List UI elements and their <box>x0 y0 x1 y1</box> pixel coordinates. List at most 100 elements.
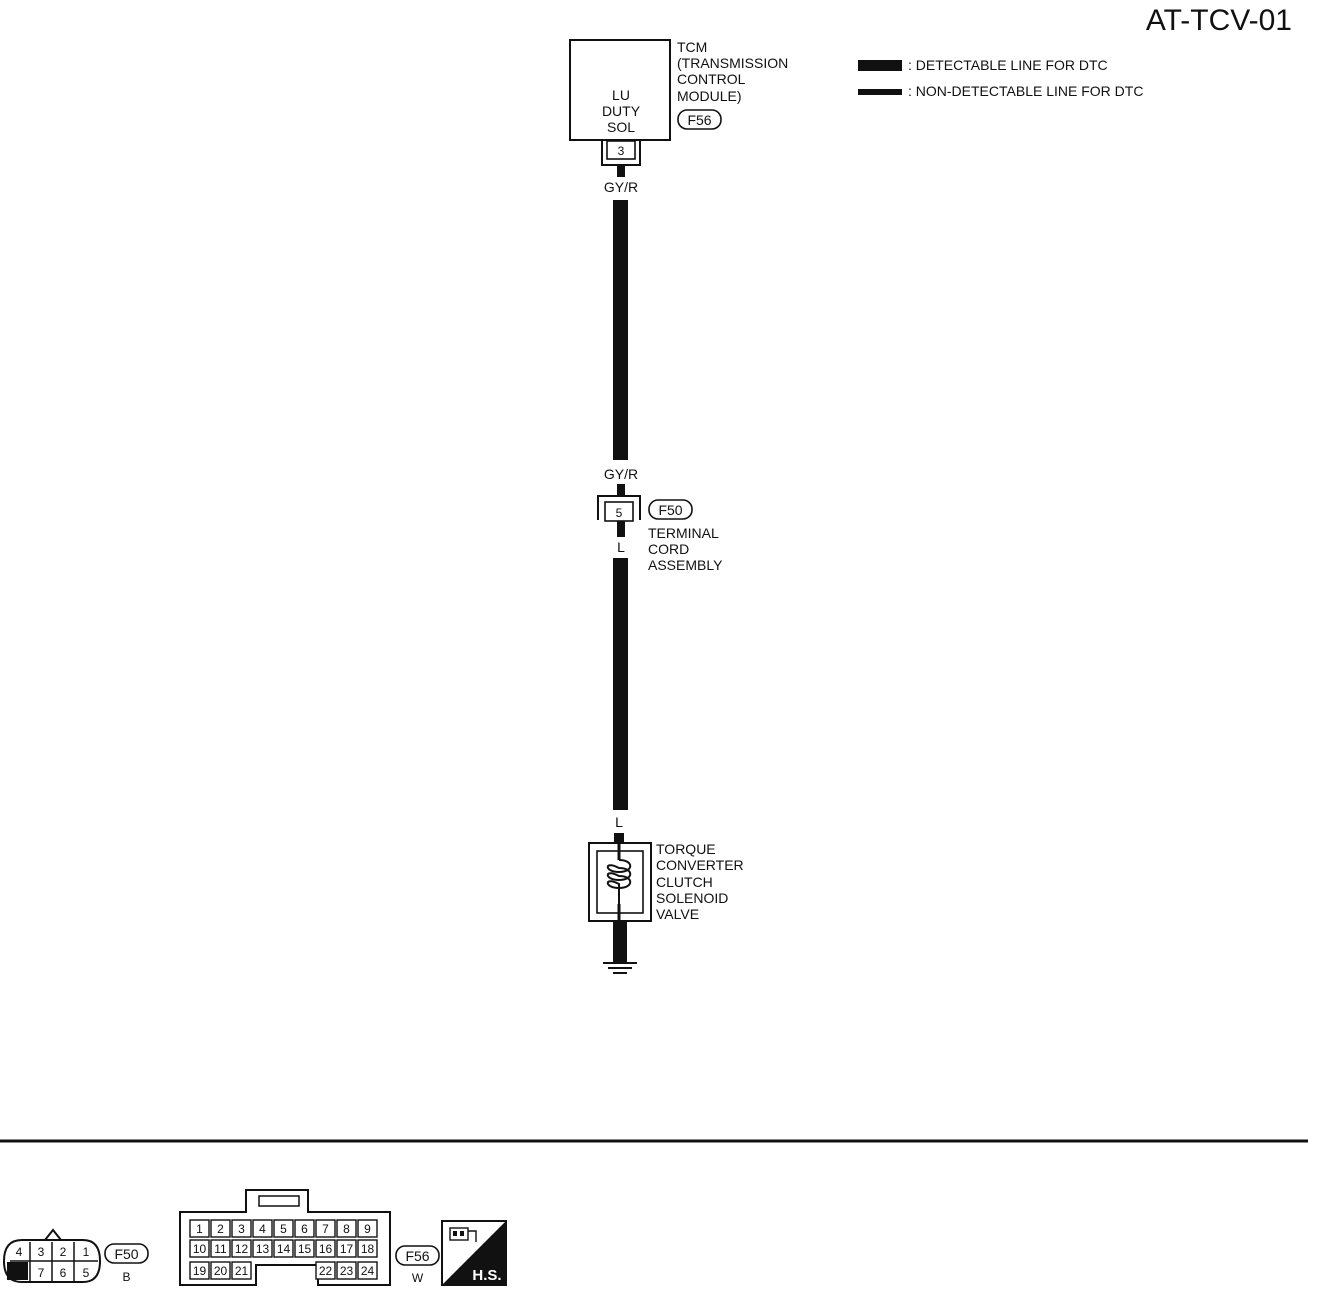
tcm-title-4: MODULE) <box>677 88 742 104</box>
f56-pin: 5 <box>280 1222 287 1236</box>
f56-pin: 8 <box>343 1222 350 1236</box>
f50-face-blank-cavity <box>7 1262 28 1280</box>
wire-color-upper-top: GY/R <box>604 179 638 195</box>
f50-terminal-housing <box>597 495 641 520</box>
f56-pin: 17 <box>340 1242 354 1256</box>
wire-stub-f50-bottom <box>617 521 625 537</box>
f56-pin: 12 <box>235 1242 249 1256</box>
tcm-inner-label-3: SOL <box>607 119 635 135</box>
f56-pin-cavity <box>210 1219 231 1238</box>
legend-detectable-label: : DETECTABLE LINE FOR DTC <box>908 57 1108 73</box>
terminal-cord-label-1: TERMINAL <box>648 525 719 541</box>
f50-face-color: B <box>122 1270 130 1284</box>
wire-stub-tcm <box>617 165 625 177</box>
f56-pin-cavity <box>189 1239 210 1258</box>
tcm-connector-id: F56 <box>687 112 711 128</box>
f56-pin: 24 <box>361 1264 375 1278</box>
solenoid-label-2: CONVERTER <box>656 857 744 873</box>
f56-pin: 9 <box>364 1222 371 1236</box>
f56-pin-cavity <box>273 1239 294 1258</box>
f56-pin: 6 <box>301 1222 308 1236</box>
f56-pin-cavity <box>336 1239 357 1258</box>
f56-pin: 14 <box>277 1242 291 1256</box>
tcm-box <box>569 39 671 141</box>
f50-pin: 5 <box>83 1266 90 1280</box>
f56-pin-cavity <box>231 1219 252 1238</box>
f56-pin-cavity <box>315 1261 336 1280</box>
f50-connector-face: 4 3 2 1 7 6 5 F50 B <box>2 1228 149 1284</box>
tcm-terminal-box <box>606 140 636 160</box>
hs-badge: H.S. <box>441 1220 507 1286</box>
f50-face-lock-tab <box>44 1228 62 1241</box>
f56-pin-cavity <box>294 1239 315 1258</box>
f56-pin-cavity <box>357 1239 378 1258</box>
f56-pin: 13 <box>256 1242 270 1256</box>
f56-pin-cavity <box>210 1261 231 1280</box>
tcm-inner-label-1: LU <box>612 87 630 103</box>
f56-face-color: W <box>412 1271 424 1285</box>
solenoid-label-1: TORQUE <box>656 841 716 857</box>
f56-pin-cavity <box>315 1219 336 1238</box>
tcm-title-2: (TRANSMISSION <box>677 55 788 71</box>
f56-pin-cavity <box>231 1261 252 1280</box>
wire-stub-solenoid-top <box>614 833 624 842</box>
f56-pin-cavity <box>252 1219 273 1238</box>
solenoid-label-5: VALVE <box>656 906 699 922</box>
f50-face-tag <box>104 1243 149 1264</box>
f50-pin: 1 <box>83 1245 90 1259</box>
f50-pin: 2 <box>60 1245 67 1259</box>
f56-pin-cavity <box>357 1261 378 1280</box>
tcm-title-1: TCM <box>677 39 707 55</box>
f56-pin: 7 <box>322 1222 329 1236</box>
f56-face-id: F56 <box>405 1248 429 1264</box>
wire-ground <box>613 922 627 962</box>
f56-pin-cavity <box>189 1219 210 1238</box>
legend-non-detectable-swatch <box>858 89 902 95</box>
f56-pin-cavity <box>231 1239 252 1258</box>
tcm-module: LU DUTY SOL TCM (TRANSMISSION CONTROL MO… <box>569 39 788 166</box>
solenoid-label-3: CLUTCH <box>656 874 713 890</box>
solenoid-label-4: SOLENOID <box>656 890 728 906</box>
legend: : DETECTABLE LINE FOR DTC : NON-DETECTAB… <box>858 57 1143 99</box>
f50-pin: 3 <box>38 1245 45 1259</box>
f56-pin-cavity <box>315 1239 336 1258</box>
ground-icon <box>603 962 637 974</box>
f56-pin-cavity <box>189 1261 210 1280</box>
f56-pin-cavity <box>357 1219 378 1238</box>
f56-pin-cavity <box>273 1219 294 1238</box>
f56-pin: 21 <box>235 1264 249 1278</box>
tcm-terminal-number: 3 <box>618 144 625 158</box>
f50-face-id: F50 <box>114 1246 138 1262</box>
wire-color-lower-top: L <box>617 539 625 555</box>
f56-pin-cavity <box>294 1219 315 1238</box>
f56-pin: 11 <box>214 1242 227 1256</box>
solenoid-valve: TORQUE CONVERTER CLUTCH SOLENOID VALVE <box>588 841 744 922</box>
f56-pin: 2 <box>217 1222 224 1236</box>
wire-upper <box>613 200 628 460</box>
f56-pin-cavity <box>210 1239 231 1258</box>
wire-color-lower-bottom: L <box>615 814 623 830</box>
f56-pin: 18 <box>361 1242 375 1256</box>
tcm-inner-label-2: DUTY <box>602 103 641 119</box>
f56-pin: 1 <box>196 1222 203 1236</box>
terminal-cord-connector: 5 F50 TERMINAL CORD ASSEMBLY <box>597 495 723 573</box>
hs-badge-triangle <box>442 1221 506 1285</box>
connector-housing-icon <box>449 1227 477 1242</box>
f56-pin-cavity <box>336 1261 357 1280</box>
wire-stub-f50-top <box>617 484 625 496</box>
tcm-title-3: CONTROL <box>677 71 746 87</box>
f50-pin: 6 <box>60 1266 67 1280</box>
hs-badge-label: H.S. <box>472 1267 501 1284</box>
f56-pin-cavity <box>252 1239 273 1258</box>
wire-lower <box>613 558 628 810</box>
f50-pin: 4 <box>16 1245 23 1259</box>
terminal-cord-label-2: CORD <box>648 541 689 557</box>
f56-pin: 10 <box>193 1242 207 1256</box>
f56-pin: 3 <box>238 1222 245 1236</box>
f50-connector-id: F50 <box>658 502 682 518</box>
f56-face-lock <box>258 1195 300 1207</box>
solenoid-coil <box>606 859 632 904</box>
tcm-connector-tag <box>677 109 722 130</box>
wire-color-upper-bottom: GY/R <box>604 466 638 482</box>
